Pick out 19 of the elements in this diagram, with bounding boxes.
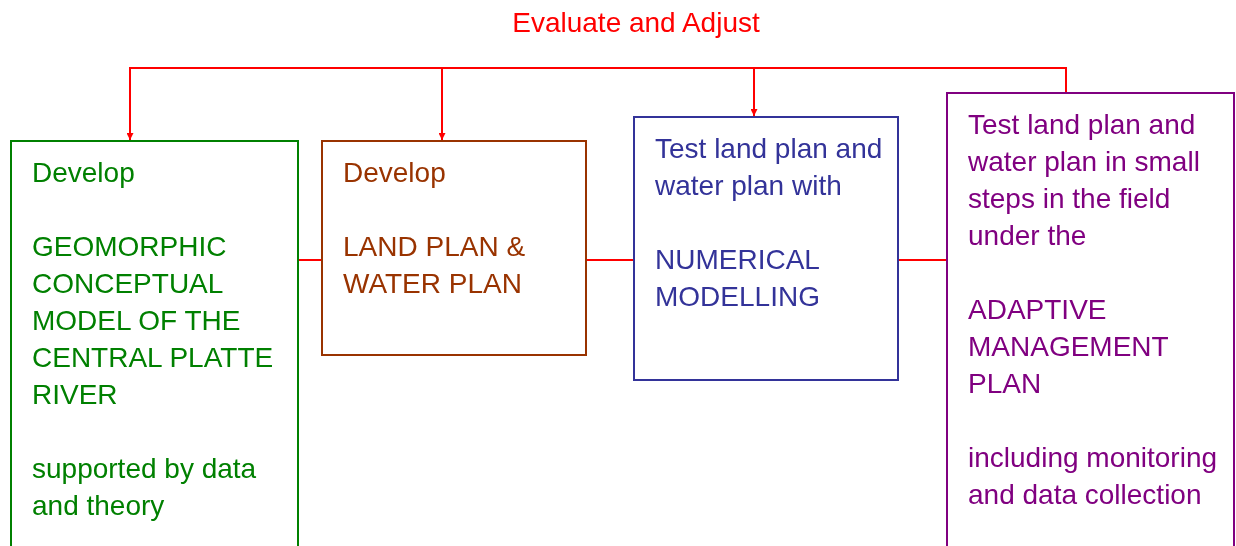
box-text: supported by data and theory: [32, 452, 258, 523]
box-text: GEOMORPHIC CONCEPTUAL MODEL OF THE CENTRAL PLATTE RIVER: [32, 230, 275, 412]
process-box: [321, 140, 587, 356]
box-text: LAND PLAN & WATER PLAN: [343, 230, 527, 301]
connector-line: [586, 259, 634, 261]
title: Evaluate and Adjust: [511, 6, 761, 40]
connector-line: [298, 259, 322, 261]
arrow: [750, 67, 1067, 117]
connector-line: [898, 259, 947, 261]
process-box: [633, 116, 899, 381]
box-heading: Test land plan and water plan in small steps in the field under the: [968, 108, 1201, 253]
box-text: including monitoring and data collection: [968, 441, 1219, 512]
box-heading: Test land plan and water plan with: [655, 132, 884, 203]
process-box: [946, 92, 1235, 546]
box-text: ADAPTIVE MANAGEMENT PLAN: [968, 293, 1170, 401]
box-heading: Develop: [32, 156, 136, 190]
box-heading: Develop: [343, 156, 447, 190]
process-box: [10, 140, 299, 546]
box-text: NUMERICAL MODELLING: [655, 243, 821, 314]
